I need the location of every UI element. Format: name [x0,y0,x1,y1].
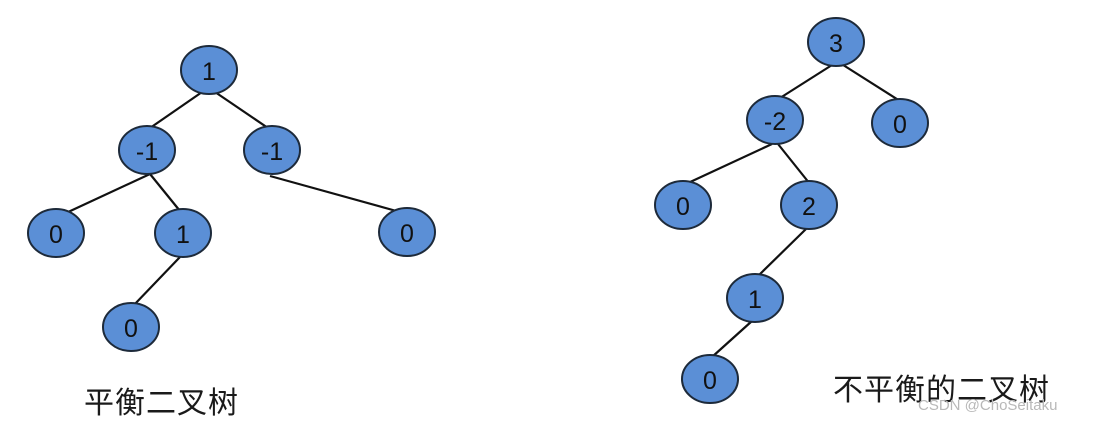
tree-node-a6: 0 [102,302,160,352]
node-circle [746,95,804,145]
node-circle [27,208,85,258]
node-label: 0 [49,221,63,249]
node-circle [154,208,212,258]
tree-node-a5: 1 [154,208,212,258]
node-circle [243,125,301,175]
watermark: CSDN @ChoSeitaku [918,397,1058,414]
node-circle [102,302,160,352]
node-label: 0 [400,220,414,248]
tree-node-b2: -2 [746,95,804,145]
tree-edge-b2-b5 [777,143,811,185]
node-label: -1 [261,138,283,166]
tree-node-b6: 1 [726,273,784,323]
node-label: 3 [829,30,843,58]
tree-node-a4: 0 [27,208,85,258]
tree-edge-b6-b7 [711,320,753,358]
node-label: 0 [893,111,907,139]
tree-edge-a2-a4 [65,173,151,214]
node-label: 1 [202,58,216,86]
tree-node-b1: 3 [807,17,865,67]
node-circle [780,180,838,230]
node-label: 1 [176,221,190,249]
tree-edge-b1-b3 [839,62,901,102]
node-circle [871,98,929,148]
node-label: 0 [676,193,690,221]
tree-node-a1: 1 [180,45,238,95]
tree-node-b5: 2 [780,180,838,230]
node-label: 0 [703,367,717,395]
tree-node-b3: 0 [871,98,929,148]
tree-edge-a1-a2 [149,89,206,129]
tree-edge-a5-a6 [132,256,181,307]
node-label: 2 [802,193,816,221]
node-circle [378,207,436,257]
node-circle [180,45,238,95]
unbalanced-tree-caption: 不平衡的二叉树 [833,373,1050,408]
tree-edge-b2-b4 [687,143,773,184]
tree-node-a2: -1 [118,125,176,175]
tree-nodes: 1 -1 -1 0 1 0 0 3 -2 0 0 2 1 0 [27,17,929,404]
node-label: 1 [748,286,762,314]
node-circle [807,17,865,67]
tree-edge-b5-b6 [757,228,807,277]
node-label: -2 [764,108,786,136]
tree-edges [65,62,901,358]
tree-edge-b1-b2 [779,64,833,99]
tree-node-b4: 0 [654,180,712,230]
node-circle [681,354,739,404]
node-label: -1 [136,138,158,166]
node-circle [118,125,176,175]
node-circle [654,180,712,230]
tree-node-a3: -1 [243,125,301,175]
tree-node-a7: 0 [378,207,436,257]
balanced-tree-caption: 平衡二叉树 [84,386,239,421]
node-circle [726,273,784,323]
tree-edge-a1-a3 [214,91,269,129]
tree-node-b7: 0 [681,354,739,404]
tree-edge-a3-a7 [269,174,401,214]
tree-edge-a2-a5 [149,173,181,212]
node-label: 0 [124,315,138,343]
